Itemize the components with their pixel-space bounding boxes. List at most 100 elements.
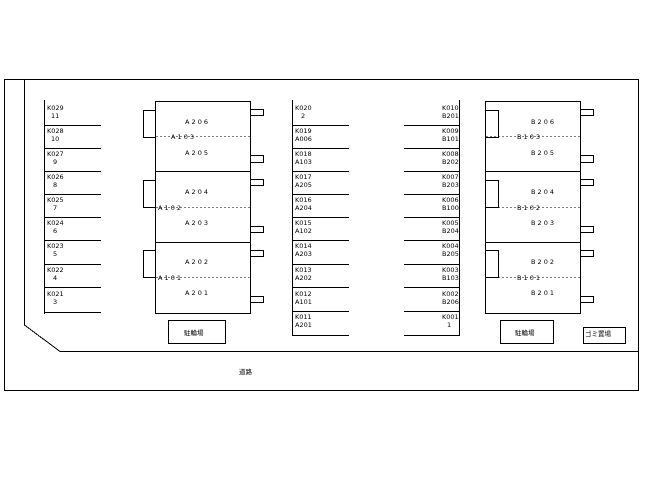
building-b-stair — [580, 226, 594, 233]
parking-code: K027 — [47, 150, 64, 158]
parking-sub: 4 — [53, 274, 57, 282]
building-b-stair — [580, 296, 594, 303]
bicycle-parking-right-label: 駐輪場 — [515, 328, 535, 337]
building-b-stair — [580, 250, 594, 257]
building-a-balcony — [143, 250, 156, 278]
unit-label: A 2 0 2 — [185, 258, 208, 266]
unit-label: A 2 0 5 — [185, 149, 208, 157]
parking-column-1: K029 11 K028 10 K027 9 K026 8 K025 7 K02… — [44, 100, 101, 314]
parking-code: K011 — [295, 313, 312, 321]
parking-sub: 3 — [53, 298, 57, 306]
bicycle-parking-right — [500, 320, 554, 344]
parking-code: K029 — [47, 104, 64, 112]
garbage-area — [583, 327, 626, 344]
parking-sub: B101 — [442, 135, 459, 143]
parking-sub: 11 — [51, 112, 59, 120]
parking-sub: A101 — [295, 298, 312, 306]
parking-column-2: K020 2 K019 A006 K018 A103 K017 A205 K01… — [292, 100, 349, 336]
parking-sub: A006 — [295, 135, 312, 143]
unit-label: B 1 0 1 — [517, 274, 540, 282]
parking-sub: B204 — [442, 227, 459, 235]
parking-sub: B201 — [442, 112, 459, 120]
parking-code: K028 — [47, 127, 64, 135]
building-a-stair — [250, 226, 264, 233]
building-b-stair — [580, 109, 594, 116]
unit-label: B 2 0 6 — [531, 118, 554, 126]
parking-code: K007 — [442, 173, 459, 181]
parking-code: K006 — [442, 196, 459, 204]
parking-sub: 10 — [51, 135, 59, 143]
parking-sub: B206 — [442, 298, 459, 306]
bicycle-parking-left-label: 駐輪場 — [184, 328, 204, 337]
parking-sub: 8 — [53, 181, 57, 189]
parking-code: K008 — [442, 150, 459, 158]
building-a-balcony — [143, 110, 156, 138]
unit-label: B 2 0 3 — [531, 219, 554, 227]
bicycle-parking-left — [168, 320, 226, 344]
parking-code: K005 — [442, 219, 459, 227]
parking-sub: B205 — [442, 250, 459, 258]
parking-sub: A102 — [295, 227, 312, 235]
parking-column-3: K010 B201 K009 B101 K008 B202 K007 B203 … — [404, 100, 460, 336]
parking-code: K001 — [442, 313, 459, 321]
unit-label: B 2 0 5 — [531, 149, 554, 157]
building-a-stair — [250, 155, 264, 163]
parking-code: K025 — [47, 196, 64, 204]
parking-code: K024 — [47, 219, 64, 227]
parking-code: K022 — [47, 266, 64, 274]
building-a-stair — [250, 250, 264, 257]
parking-code: K013 — [295, 266, 312, 274]
parking-code: K019 — [295, 127, 312, 135]
parking-code: K014 — [295, 242, 312, 250]
parking-sub: 5 — [53, 250, 57, 258]
parking-sub: B202 — [442, 158, 459, 166]
lot-outline — [24, 79, 639, 352]
unit-label: A 1 0 3 — [171, 133, 194, 141]
parking-code: K018 — [295, 150, 312, 158]
parking-code: K021 — [47, 290, 64, 298]
parking-sub: A203 — [295, 250, 312, 258]
unit-label: A 2 0 4 — [185, 188, 208, 196]
parking-sub: A201 — [295, 321, 312, 329]
parking-sub: 7 — [53, 204, 57, 212]
unit-label: A 1 0 1 — [158, 274, 181, 282]
parking-code: K012 — [295, 290, 312, 298]
parking-code: K020 — [295, 104, 312, 112]
building-a-stair — [250, 179, 264, 186]
parking-code: K010 — [442, 104, 459, 112]
parking-sub: 9 — [53, 158, 57, 166]
site-boundary — [4, 79, 639, 391]
parking-code: K017 — [295, 173, 312, 181]
unit-label: A 1 0 2 — [158, 204, 181, 212]
unit-label: B 1 0 3 — [517, 133, 540, 141]
parking-sub: 2 — [301, 112, 305, 120]
unit-label: A 2 0 1 — [185, 289, 208, 297]
parking-sub: A205 — [295, 181, 312, 189]
building-a-balcony — [143, 180, 156, 208]
building-a-stair — [250, 109, 264, 116]
parking-sub: 1 — [447, 321, 451, 329]
road-label: 道路 — [239, 367, 253, 376]
building-b: B 2 0 6 B 1 0 3 B 2 0 5 B 2 0 4 B 1 0 2 … — [485, 101, 594, 314]
parking-code: K015 — [295, 219, 312, 227]
building-a: A 2 0 6 A 1 0 3 A 2 0 5 A 2 0 4 A 1 0 2 … — [143, 101, 264, 314]
garbage-area-label: ゴミ置場 — [585, 329, 612, 338]
parking-sub: B100 — [442, 204, 459, 212]
building-b-balcony — [485, 110, 499, 138]
unit-label: B 2 0 4 — [531, 188, 554, 196]
parking-sub: B103 — [442, 274, 459, 282]
parking-sub: A202 — [295, 274, 312, 282]
parking-sub: 6 — [53, 227, 57, 235]
parking-code: K023 — [47, 242, 64, 250]
building-b-stair — [580, 155, 594, 163]
parking-code: K002 — [442, 290, 459, 298]
unit-label: B 2 0 2 — [531, 258, 554, 266]
unit-label: B 2 0 1 — [531, 289, 554, 297]
building-b-balcony — [485, 180, 499, 208]
unit-label: A 2 0 3 — [185, 219, 208, 227]
building-a-stair — [250, 296, 264, 303]
parking-sub: A204 — [295, 204, 312, 212]
parking-code: K009 — [442, 127, 459, 135]
building-b-stair — [580, 179, 594, 186]
